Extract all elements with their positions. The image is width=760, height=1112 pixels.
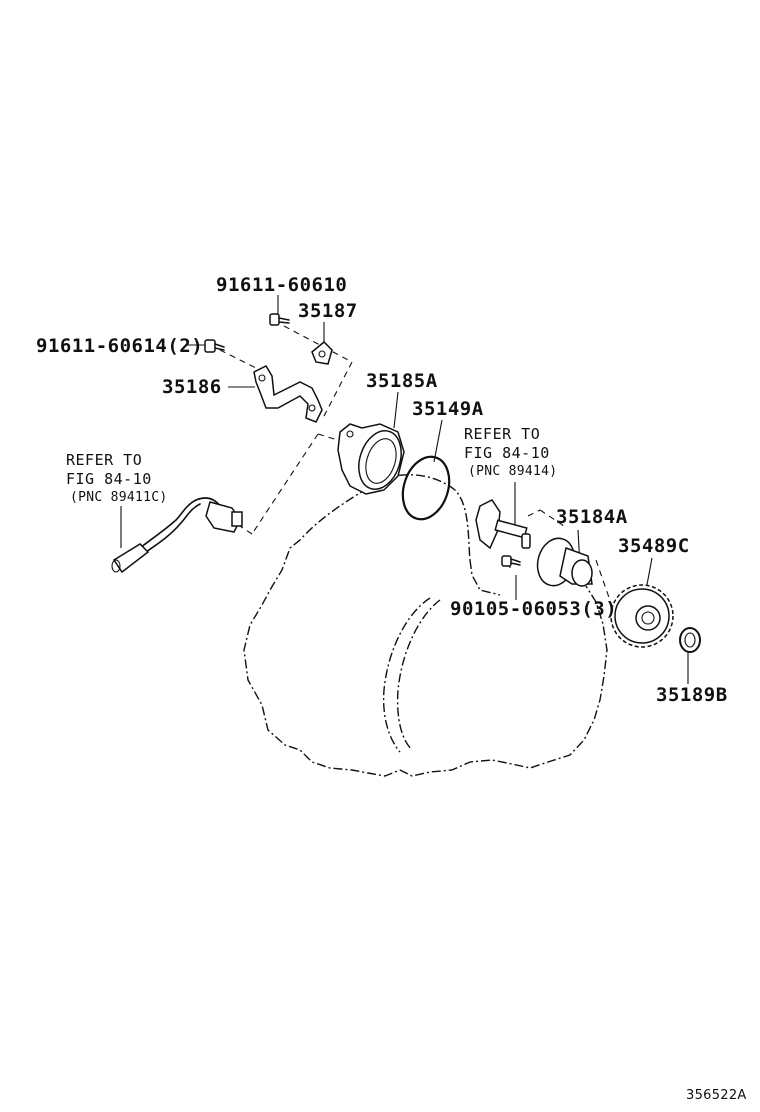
transmission-housing-outline [243, 474, 608, 777]
label-91611-60614: 91611-60614(2) [36, 335, 204, 357]
label-35186: 35186 [162, 376, 222, 398]
snap-ring-35189b-drawing [679, 627, 701, 653]
label-90105-06053: 90105-06053(3) [450, 598, 618, 620]
label-35184a: 35184A [556, 506, 628, 528]
label-35185a: 35185A [366, 370, 438, 392]
bolt-91611-60614-drawing [204, 339, 225, 353]
sensor-rotor-35184a-drawing [536, 537, 593, 587]
seal-housing-35185a-drawing [337, 423, 405, 495]
label-91611-60610: 91611-60610 [216, 274, 348, 296]
plate-35187-drawing [311, 340, 333, 365]
label-35149a: 35149A [412, 398, 484, 420]
speed-sensor-connector-drawing [111, 497, 243, 574]
shaft-ref-line2: FIG 84-10 [464, 444, 550, 462]
bracket-35186-drawing [253, 365, 323, 423]
gear-35489c-drawing [610, 584, 674, 648]
bolt-91611-60610-drawing [269, 313, 290, 326]
sensor-ref-line2: FIG 84-10 [66, 470, 152, 488]
label-35489c: 35489C [618, 535, 690, 557]
speed-sensor-drive-drawing [475, 499, 531, 550]
o-ring-35149a-drawing [401, 455, 451, 521]
figure-id: 356522A [686, 1088, 747, 1103]
label-35187: 35187 [298, 300, 358, 322]
sensor-ref-line3: (PNC 89411C) [70, 490, 168, 505]
assembly-dashed-lines [219, 325, 615, 613]
label-35189b: 35189B [656, 684, 728, 706]
shaft-ref-line3: (PNC 89414) [468, 464, 558, 479]
bolt-90105-06053-drawing [501, 555, 521, 567]
shaft-ref-line1: REFER TO [464, 425, 541, 443]
sensor-ref-line1: REFER TO [66, 451, 143, 469]
